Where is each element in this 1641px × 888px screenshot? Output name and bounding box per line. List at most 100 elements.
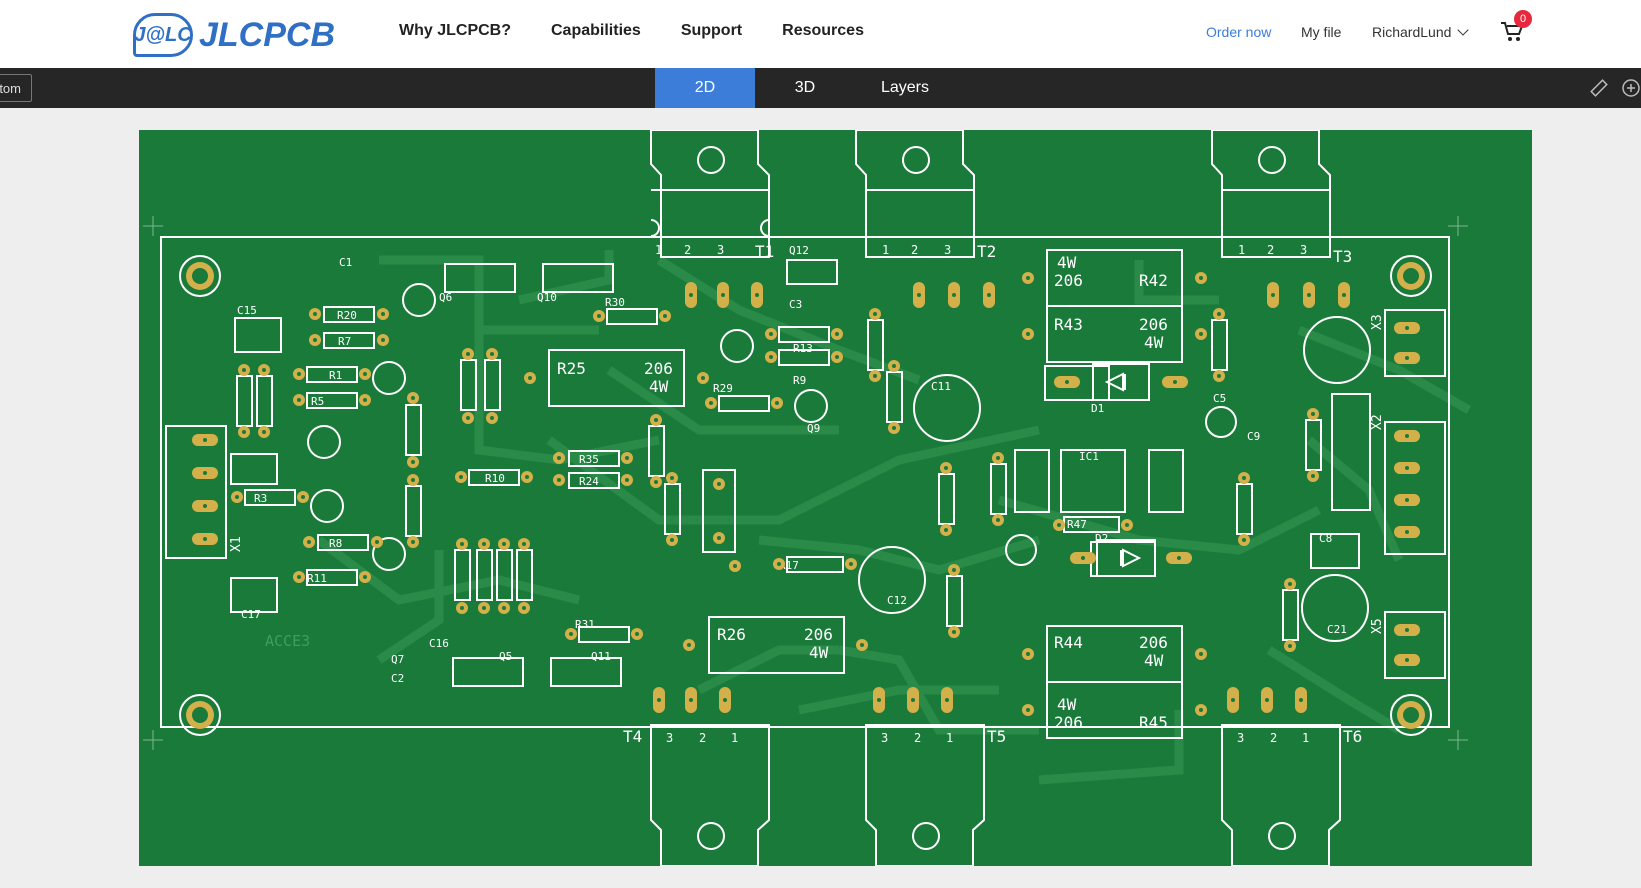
label-x3: X3 — [1370, 314, 1385, 330]
view-tabs: 2D 3D Layers — [655, 68, 955, 108]
svg-text:Q7: Q7 — [391, 653, 404, 666]
my-file-link[interactable]: My file — [1301, 24, 1342, 40]
zoom-in-icon[interactable] — [1621, 78, 1641, 98]
ruler-icon[interactable] — [1589, 78, 1609, 98]
label-t5: T5 — [987, 727, 1006, 746]
r43-name: R43 — [1054, 315, 1083, 334]
svg-text:C9: C9 — [1247, 430, 1260, 443]
r45-value: 206 — [1054, 713, 1083, 732]
r44-value: 206 — [1139, 633, 1168, 652]
svg-text:1: 1 — [1302, 731, 1309, 745]
label-x1: X1 — [229, 536, 244, 552]
svg-text:R29: R29 — [713, 382, 733, 395]
connector-x2 — [1384, 421, 1446, 555]
svg-text:R20: R20 — [337, 309, 357, 322]
mounting-holes — [179, 255, 1432, 736]
order-now-link[interactable]: Order now — [1206, 24, 1272, 40]
chevron-down-icon — [1457, 24, 1470, 36]
r25-name: R25 — [557, 359, 586, 378]
r45-rating: 4W — [1057, 695, 1077, 714]
svg-text:Q12: Q12 — [789, 244, 809, 257]
label-x2: X2 — [1370, 414, 1385, 430]
resistor-r25 — [548, 349, 685, 407]
connector-x3 — [1384, 309, 1446, 377]
nav-why-jlcpcb[interactable]: Why JLCPCB? — [399, 22, 511, 39]
r26-name: R26 — [717, 625, 746, 644]
tab-2d[interactable]: 2D — [655, 68, 755, 108]
tab-3d[interactable]: 3D — [794, 79, 816, 96]
svg-text:C3: C3 — [789, 298, 802, 311]
viewer-toolbar: ttom 2D 3D Layers — [0, 68, 1641, 108]
svg-text:C21: C21 — [1327, 623, 1347, 636]
label-x5: X5 — [1370, 618, 1385, 634]
copper-traces — [316, 250, 1472, 785]
svg-text:R24: R24 — [579, 475, 599, 488]
svg-text:3: 3 — [944, 243, 951, 257]
capacitors — [230, 317, 1371, 613]
svg-text:C11: C11 — [931, 380, 951, 393]
transistor-t2 — [855, 130, 975, 258]
svg-text:C5: C5 — [1213, 392, 1226, 405]
svg-text:C12: C12 — [887, 594, 907, 607]
r25-value: 206 — [644, 359, 673, 378]
svg-text:C1: C1 — [339, 256, 352, 269]
svg-text:R9: R9 — [793, 374, 806, 387]
svg-text:R13: R13 — [793, 342, 813, 355]
svg-text:2: 2 — [911, 243, 918, 257]
diode-d1 — [1092, 363, 1150, 401]
small-resistors — [244, 306, 1120, 643]
svg-text:2: 2 — [1270, 731, 1277, 745]
svg-text:2: 2 — [914, 731, 921, 745]
nav-capabilities[interactable]: Capabilities — [551, 22, 641, 39]
svg-text:C17: C17 — [241, 608, 261, 621]
diode-d2 — [1096, 539, 1156, 577]
r43-value: 206 — [1139, 315, 1168, 334]
svg-text:Q6: Q6 — [439, 291, 452, 304]
user-menu[interactable]: RichardLund — [1372, 24, 1470, 40]
resistor-r43 — [1046, 305, 1183, 363]
r42-rating: 4W — [1057, 253, 1077, 272]
transistor-t5 — [865, 724, 985, 866]
svg-text:R30: R30 — [605, 296, 625, 309]
label-t4: T4 — [623, 727, 642, 746]
label-t1: T1 — [755, 242, 774, 261]
cart-count-badge: 0 — [1514, 10, 1532, 28]
label-t3: T3 — [1333, 247, 1352, 266]
svg-text:R1: R1 — [329, 369, 342, 382]
r43-rating: 4W — [1144, 333, 1164, 352]
bottom-side-button[interactable]: ttom — [0, 74, 32, 102]
svg-text:IC1: IC1 — [1079, 450, 1099, 463]
svg-text:R35: R35 — [579, 453, 599, 466]
tab-layers[interactable]: Layers — [880, 79, 930, 96]
top-header: J@LC JLCPCB Why JLCPCB? Capabilities Sup… — [0, 0, 1641, 68]
r26-value: 206 — [804, 625, 833, 644]
silk-text-acce3: ACCE3 — [265, 632, 310, 650]
main-nav: Why JLCPCB? Capabilities Support Resourc… — [399, 22, 864, 40]
logo-text: JLCPCB — [199, 15, 336, 54]
svg-text:2: 2 — [699, 731, 706, 745]
svg-text:1: 1 — [655, 243, 662, 257]
transistor-t1 — [650, 130, 770, 258]
svg-text:Q10: Q10 — [537, 291, 557, 304]
r26-rating: 4W — [809, 643, 829, 662]
svg-text:R11: R11 — [307, 572, 327, 585]
jlcpcb-logo[interactable]: J@LC JLCPCB — [133, 10, 335, 60]
svg-text:R31: R31 — [575, 618, 595, 631]
electrolytic-capacitors — [858, 316, 1371, 642]
small-resistors-vertical — [236, 319, 1322, 641]
logo-mark: J@LC — [133, 13, 193, 57]
svg-text:D1: D1 — [1091, 402, 1104, 415]
svg-text:3: 3 — [717, 243, 724, 257]
svg-text:R10: R10 — [485, 472, 505, 485]
svg-text:3: 3 — [881, 731, 888, 745]
r44-rating: 4W — [1144, 651, 1164, 670]
svg-text:R8: R8 — [329, 537, 342, 550]
nav-support[interactable]: Support — [680, 22, 743, 39]
connector-x5 — [1384, 611, 1446, 679]
svg-text:3: 3 — [1237, 731, 1244, 745]
svg-text:1: 1 — [1238, 243, 1245, 257]
nav-resources[interactable]: Resources — [782, 22, 864, 39]
svg-text:3: 3 — [666, 731, 673, 745]
svg-text:R47: R47 — [1067, 518, 1087, 531]
